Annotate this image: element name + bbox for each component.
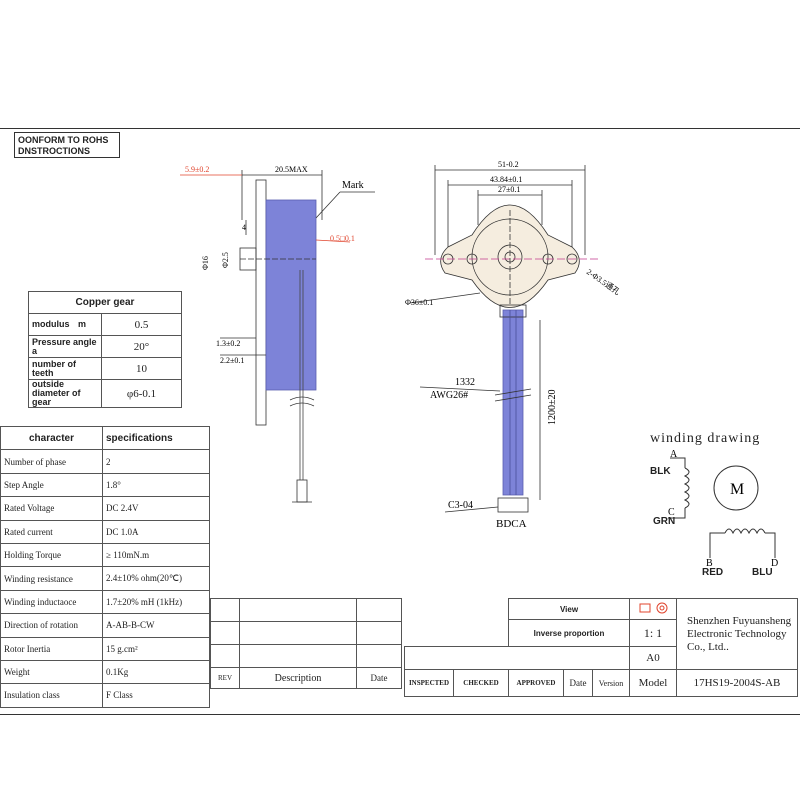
spec-key: Rated Voltage	[0, 496, 103, 521]
scale-ratio: 1: 1	[629, 619, 677, 647]
winding-d-color: BLU	[752, 567, 773, 578]
spec-header-specifications: specifications	[102, 425, 210, 451]
spec-value: F Class	[102, 683, 210, 708]
drawing-sheet-frame	[0, 128, 800, 715]
version-header: Version	[592, 669, 630, 697]
spec-key: Holding Torque	[0, 542, 103, 568]
spec-key: Direction of rotation	[0, 613, 103, 638]
winding-c-letter: C	[668, 507, 675, 518]
winding-c-color: GRN	[653, 516, 676, 527]
rohs-notice-line1: OONFORM TO ROHS	[18, 135, 109, 145]
dim-43.84: 43.84±0.1	[490, 175, 522, 184]
spec-key: Step Angle	[0, 472, 103, 498]
gear-row-value: 10	[101, 357, 182, 380]
revision-value: A0	[629, 646, 677, 670]
side-view-drawing: 5.9±0.2 20.5MAX Mark 0.5□0.1 4 Φ16 Φ2.5 …	[180, 165, 375, 503]
view-symbol	[629, 598, 677, 620]
inverse-proportion-label: Inverse proportion	[508, 619, 630, 647]
spec-value: 15 g.cm²	[102, 636, 210, 661]
gear-row-label: Pressure angle a	[28, 335, 102, 358]
gear-row-value: 0.5	[101, 313, 182, 336]
spec-value: ≥ 110mN.m	[102, 542, 210, 568]
wire-spec-2: AWG26#	[430, 390, 468, 401]
wire-spec-1: 1332	[455, 377, 475, 388]
dim-phi16: Φ16	[201, 256, 210, 270]
description-header: Description	[239, 667, 357, 689]
spec-value: 0.1Kg	[102, 659, 210, 685]
projection-symbol-icon	[639, 602, 668, 614]
rev-header: REV	[210, 667, 240, 689]
date2-header: Date	[563, 669, 593, 697]
spec-key: Winding inductaoce	[0, 589, 103, 615]
winding-a-color: BLK	[650, 466, 671, 477]
winding-b-color: RED	[702, 567, 724, 578]
dim-body-length: 20.5MAX	[275, 165, 308, 174]
spec-header-character: character	[0, 425, 103, 451]
motor-symbol: M	[730, 481, 744, 498]
model-label: Model	[629, 669, 677, 697]
spec-value: A-AB-B-CW	[102, 613, 210, 638]
spec-key: Rated current	[0, 519, 103, 544]
gear-table-title: Copper gear	[28, 291, 182, 314]
spec-value: 1.8°	[102, 472, 210, 498]
dim-2.2: 2.2±0.1	[220, 356, 244, 365]
model-number: 17HS19-2004S-AB	[676, 669, 798, 697]
spec-key: Insulation class	[0, 683, 103, 708]
winding-title: winding drawing	[650, 431, 761, 446]
rohs-notice-line2: DNSTROCTIONS	[18, 146, 90, 156]
view-label: View	[508, 598, 630, 620]
dim-51: 51-0.2	[498, 160, 519, 169]
front-view-drawing: 51-0.2 43.84±0.1 27±0.1 2-Φ3.5通孔 Φ36±0.1…	[405, 160, 622, 530]
dim-4: 4	[242, 223, 246, 232]
dim-27: 27±0.1	[498, 185, 520, 194]
winding-b-letter: B	[706, 558, 713, 569]
spec-value: 2.4±10% ohm(20℃)	[102, 566, 210, 591]
approved-header: APPROVED	[508, 669, 564, 697]
gear-row-label: modulus m	[28, 313, 102, 336]
connector-label: C3-04	[448, 500, 473, 511]
dim-red-flat: 0.5□0.1	[330, 234, 355, 243]
copper-gear-table: Copper gear modulus m 0.5 Pressure angle…	[28, 291, 182, 408]
gear-row-value: φ6-0.1	[101, 379, 182, 408]
inspected-header: INSPECTED	[404, 669, 454, 697]
winding-d-letter: D	[771, 558, 778, 569]
wire-order-label: BDCA	[496, 518, 527, 530]
dim-holes: 2-Φ3.5通孔	[585, 266, 622, 296]
dim-phi36: Φ36±0.1	[405, 298, 433, 307]
dim-phi25: Φ2.5	[221, 252, 230, 268]
rohs-notice: OONFORM TO ROHS DNSTROCTIONS	[14, 132, 120, 158]
spec-key: Number of phase	[0, 449, 103, 474]
spec-key: Winding resistance	[0, 566, 103, 591]
gear-row-value: 20°	[101, 335, 182, 358]
spec-value: 2	[102, 449, 210, 474]
winding-diagram: A C B D M	[668, 449, 778, 569]
spec-value: 1.7±20% mH (1kHz)	[102, 589, 210, 615]
dim-1.3: 1.3±0.2	[216, 339, 240, 348]
spec-table: character specifications Number of phase…	[0, 425, 210, 708]
company-name: Shenzhen Fuyuansheng Electronic Technolo…	[676, 598, 798, 670]
checked-header: CHECKED	[453, 669, 509, 697]
mark-label: Mark	[342, 180, 364, 191]
date-header: Date	[356, 667, 402, 689]
title-block: View Shenzhen Fuyuansheng Electronic Tec…	[404, 598, 798, 697]
dim-shaft-length: 5.9±0.2	[185, 165, 209, 174]
spec-key: Rotor Inertia	[0, 636, 103, 661]
gear-row-label: number of teeth	[28, 357, 102, 380]
spec-key: Weight	[0, 659, 103, 685]
lead-length: 1200±20	[547, 390, 558, 426]
revision-table: REV Description Date	[210, 598, 402, 689]
gear-row-label: outside diameter of gear	[28, 379, 102, 408]
winding-a-letter: A	[670, 449, 678, 460]
